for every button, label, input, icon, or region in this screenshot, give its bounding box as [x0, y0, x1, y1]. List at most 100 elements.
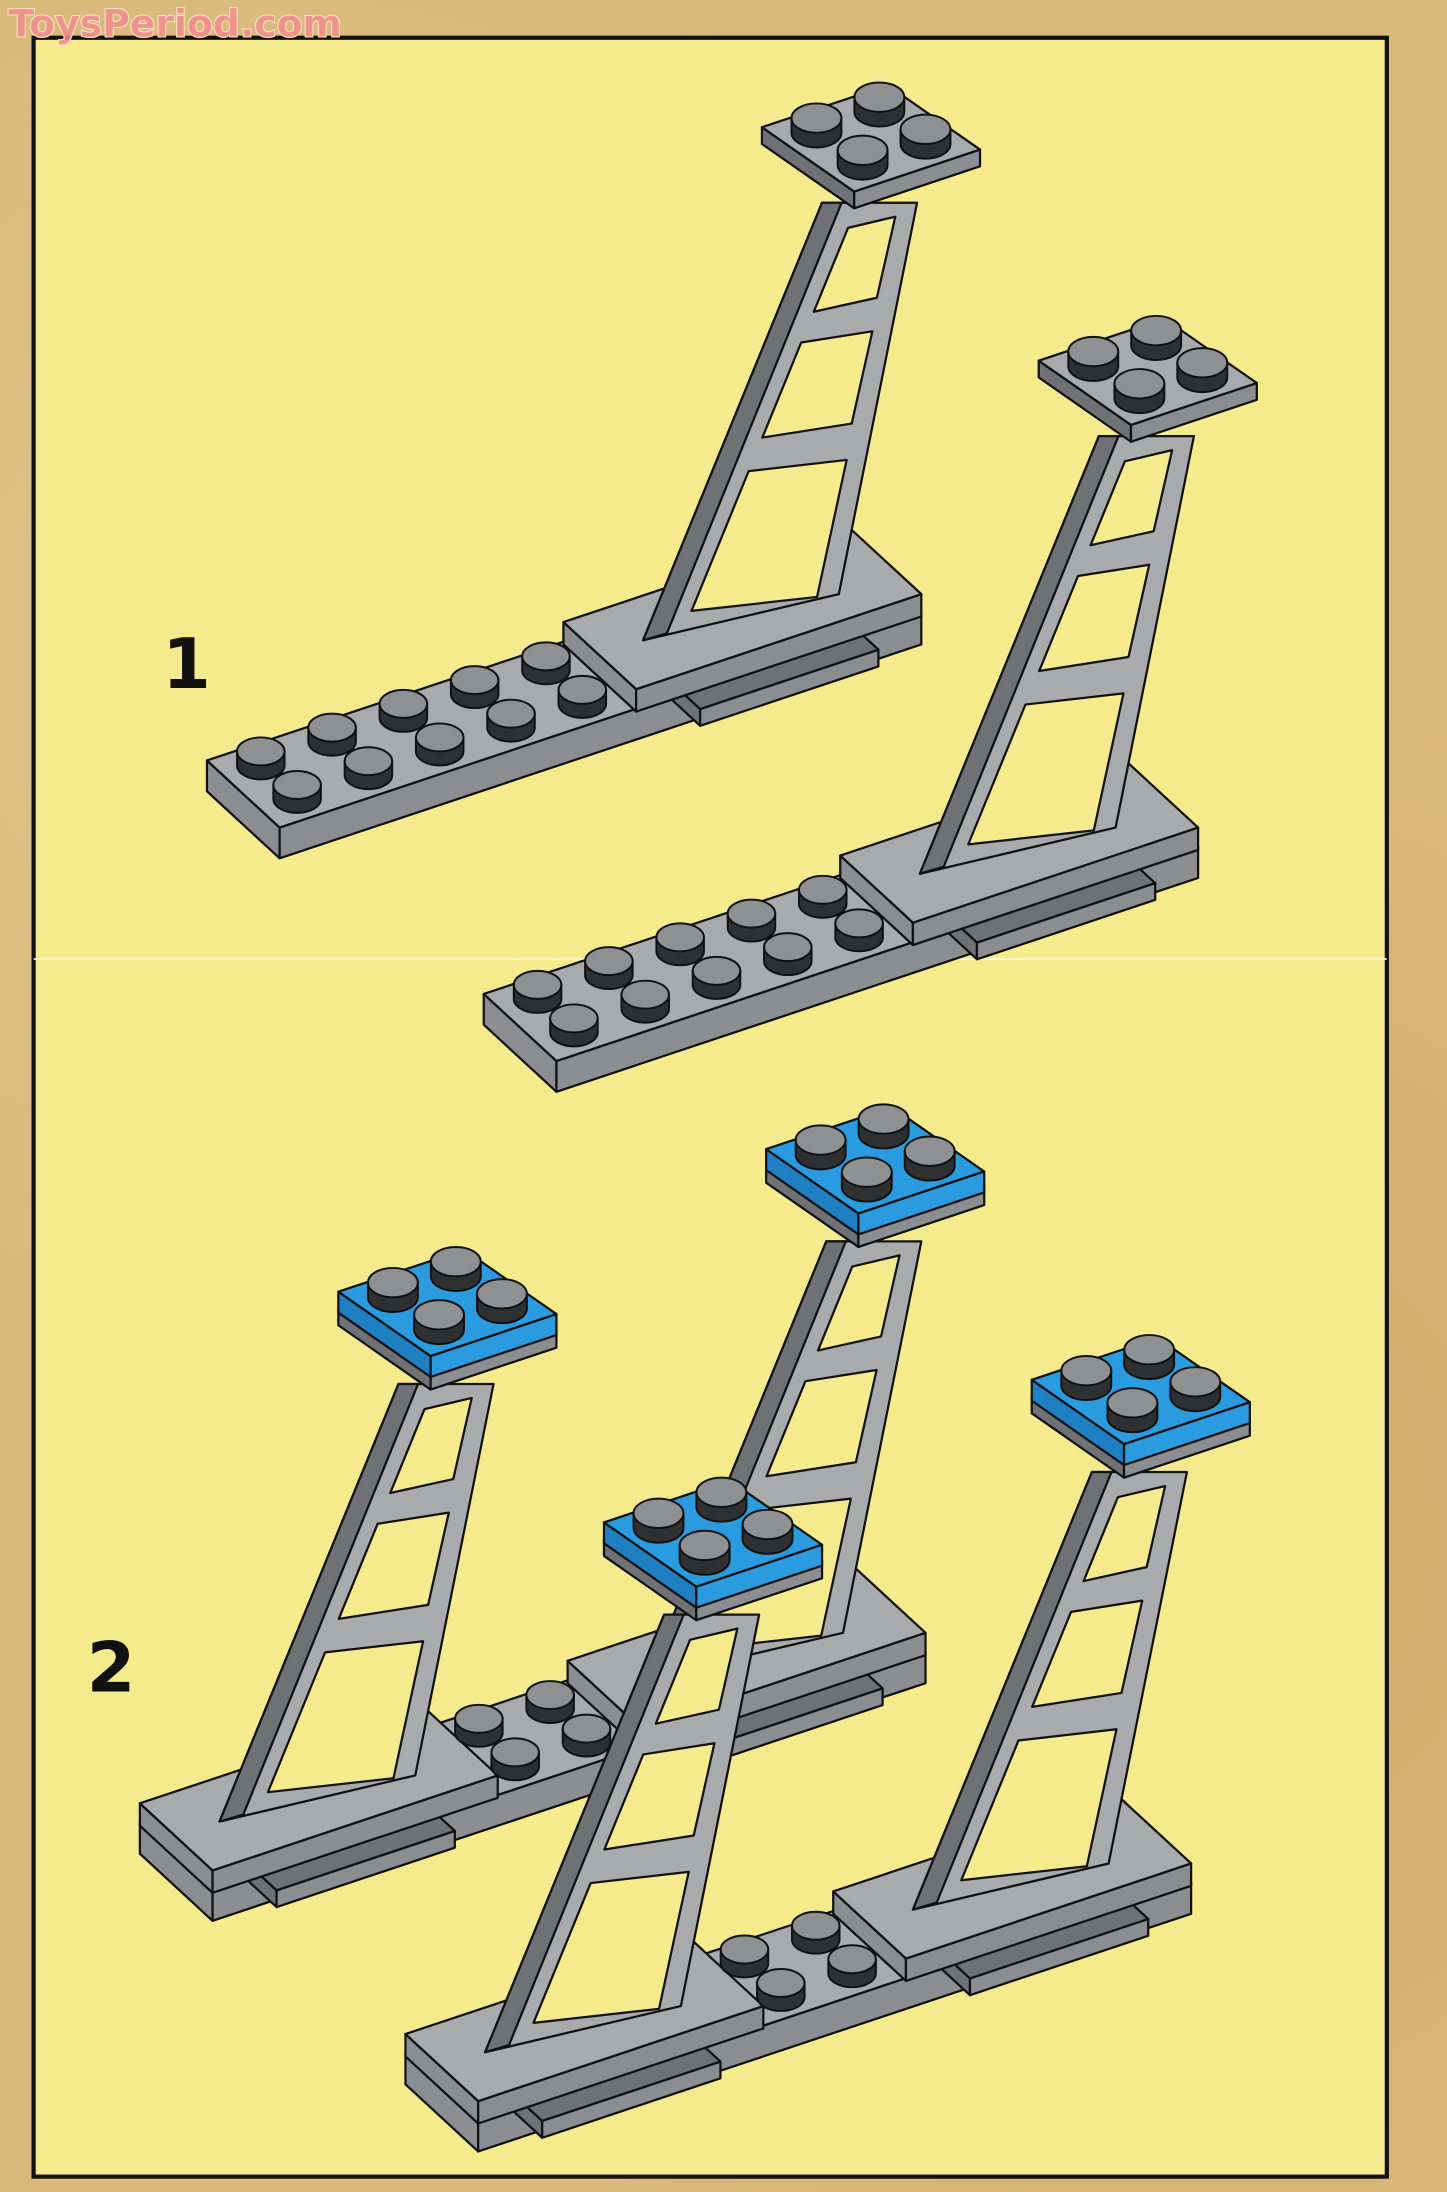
stud	[798, 874, 848, 919]
stud	[836, 134, 889, 181]
stud-top	[903, 1135, 956, 1167]
support-pillar	[641, 201, 919, 642]
stud-top	[486, 698, 536, 729]
stud	[414, 722, 465, 767]
stud	[794, 1124, 847, 1171]
stud	[1106, 1387, 1159, 1434]
step-2-assembly-back	[138, 1103, 986, 1922]
stud	[695, 1476, 748, 1523]
stud	[512, 969, 563, 1014]
stud	[1169, 1366, 1222, 1413]
pillar-opening	[1031, 1599, 1144, 1709]
top-plate	[1030, 1334, 1251, 1479]
pillar-opening	[812, 215, 897, 313]
stud-top	[827, 1944, 877, 1975]
stud-top	[1130, 314, 1183, 347]
pillar-shaded-leg	[918, 435, 1120, 875]
pillar-opening	[1038, 563, 1151, 673]
stud-top	[490, 1737, 540, 1768]
stud	[490, 1737, 540, 1782]
stud-top	[695, 1476, 748, 1508]
stud	[525, 1680, 575, 1724]
stud-top	[414, 722, 465, 753]
stud	[719, 1934, 770, 1979]
stud	[1113, 368, 1166, 415]
stud	[763, 932, 813, 977]
stud	[899, 113, 952, 160]
step-1-assembly-left	[205, 81, 982, 860]
stud-top	[557, 674, 608, 705]
stud	[840, 1156, 893, 1203]
stud-top	[834, 908, 884, 939]
stud-top	[475, 1278, 528, 1310]
stud	[366, 1266, 419, 1313]
stud	[475, 1278, 528, 1325]
stud	[236, 736, 286, 781]
stud-top	[429, 1246, 482, 1278]
stud-top	[791, 1910, 841, 1941]
watermark-logo: ToysPeriod.com	[8, 1, 341, 45]
stud-top	[763, 932, 813, 963]
pillar-opening	[532, 1870, 690, 2024]
support-pillar	[911, 1470, 1189, 1911]
stud	[429, 1246, 482, 1292]
pillar-opening	[960, 1728, 1118, 1882]
stud-top	[236, 736, 286, 767]
pillar-opening	[967, 692, 1125, 846]
pillar-shaded-leg	[641, 201, 843, 642]
stud-top	[561, 1713, 612, 1744]
stud-top	[798, 874, 848, 905]
stud-top	[632, 1497, 685, 1529]
stud-top	[307, 712, 357, 743]
stud-top	[790, 102, 843, 134]
stud-top	[1060, 1355, 1113, 1387]
stud-top	[794, 1124, 847, 1156]
stud-top	[378, 688, 429, 719]
stud	[632, 1497, 685, 1544]
stud	[1176, 347, 1229, 394]
stud	[726, 898, 777, 943]
pillar-opening	[603, 1742, 716, 1851]
pillar-opening	[389, 1396, 473, 1495]
top-plate	[337, 1246, 558, 1391]
pillar-opening	[761, 330, 874, 439]
stud-top	[366, 1266, 419, 1299]
stud	[790, 102, 843, 149]
support-pillar	[646, 1240, 923, 1681]
stud	[307, 712, 357, 757]
stud	[557, 674, 608, 719]
stud-top	[857, 1103, 910, 1135]
pillar-opening	[816, 1254, 901, 1352]
stud	[1060, 1355, 1113, 1401]
stud	[903, 1135, 956, 1182]
stud	[678, 1529, 731, 1576]
pillar-opening	[1089, 449, 1174, 547]
pillar-shaded-leg	[911, 1470, 1113, 1911]
pillar-shaded-leg	[218, 1382, 420, 1823]
stud-top	[836, 134, 889, 166]
stud	[584, 946, 634, 990]
stud	[791, 1910, 841, 1955]
stud-top	[1106, 1387, 1159, 1419]
stud-top	[1123, 1334, 1176, 1366]
build-drawing	[138, 81, 1258, 2153]
stud-top	[726, 898, 777, 929]
stud	[378, 688, 429, 733]
support-pillar	[918, 435, 1196, 875]
stud-top	[413, 1299, 465, 1331]
stud	[449, 665, 500, 709]
pillar-opening	[765, 1368, 878, 1478]
pillar-opening	[690, 458, 848, 613]
stud-top	[343, 746, 394, 777]
stud	[691, 955, 742, 1000]
stud-top	[899, 113, 952, 145]
stud	[343, 746, 394, 791]
step-number-1: 1	[162, 624, 211, 705]
stud	[853, 81, 906, 128]
pillar-opening	[337, 1511, 450, 1620]
stud-top	[1113, 368, 1166, 400]
stud-top	[840, 1156, 893, 1188]
stud-top	[449, 665, 500, 696]
stud	[834, 908, 884, 953]
